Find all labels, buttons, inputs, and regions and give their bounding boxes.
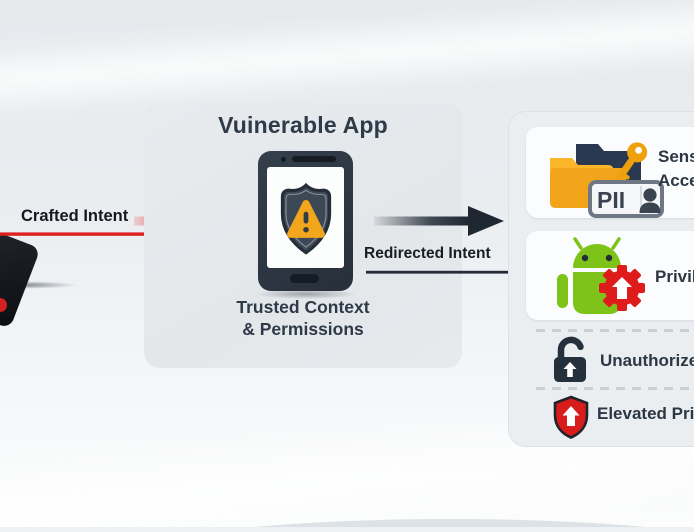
impact-label-unauthorized: Unauthorized Access <box>600 351 694 370</box>
phone-shadow <box>256 289 356 299</box>
impact-label-privilege: Privilege Escalation <box>655 267 694 286</box>
vulnerable-app-title: Vuinerable App <box>218 112 388 138</box>
key-icon <box>614 142 648 186</box>
attacker-alert-dot <box>0 298 7 312</box>
red-shield-arrow-icon <box>553 395 589 439</box>
phone-speaker-bar <box>292 156 336 162</box>
pii-badge: PII <box>588 180 664 218</box>
redirected-intent-label: Redirected Intent <box>364 245 491 262</box>
attacker-device-shadow <box>0 281 78 289</box>
trusted-context-caption-line1: Trusted Context <box>236 297 370 317</box>
open-padlock-icon <box>554 336 586 382</box>
impact-label-sensitive-line1: Sensitive Data <box>658 147 694 166</box>
attacker-device-icon <box>0 229 41 329</box>
impact-label-sensitive-line2: Access <box>658 171 694 190</box>
trusted-context-caption-line2: & Permissions <box>242 319 364 339</box>
redirected-intent-thick-arrow <box>374 206 504 236</box>
dashed-separator-1 <box>536 329 694 332</box>
crafted-intent-label: Crafted Intent <box>21 207 129 225</box>
impact-label-elevated: Elevated Privileges <box>597 404 694 423</box>
folder-key-pii-icon: PII <box>550 142 664 218</box>
phone-home-button <box>290 274 319 283</box>
phone-camera-dot <box>281 157 286 162</box>
escalation-gear-icon <box>599 265 645 311</box>
android-gear-icon <box>557 237 645 314</box>
warning-shield-icon <box>280 182 332 255</box>
pii-badge-text: PII <box>597 187 625 213</box>
redirected-intent-thin-arrow <box>366 266 524 279</box>
background-bottom-edge <box>0 527 694 532</box>
dashed-separator-2 <box>536 387 694 390</box>
